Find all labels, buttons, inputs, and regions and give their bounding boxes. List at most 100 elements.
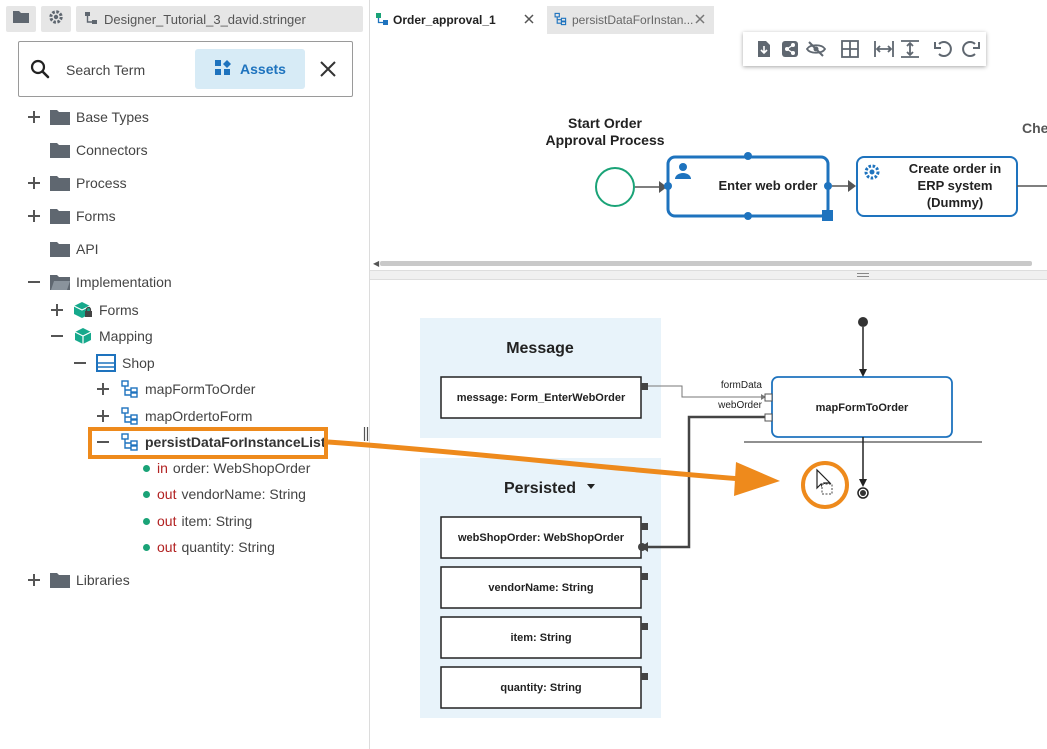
- tree-item-persist-data[interactable]: persistDataForInstanceList: [95, 431, 326, 453]
- collapse-icon[interactable]: [26, 274, 42, 290]
- output-port[interactable]: [641, 623, 648, 630]
- tree-item-label: Implementation: [76, 274, 172, 290]
- input-port[interactable]: [764, 393, 773, 402]
- process-icon: [376, 12, 388, 28]
- collapse-icon[interactable]: [95, 434, 111, 450]
- output-port[interactable]: [641, 523, 648, 530]
- tree-item-label: Shop: [122, 355, 155, 371]
- collapse-icon[interactable]: [72, 355, 88, 371]
- tab-project[interactable]: Designer_Tutorial_3_david.stringer: [76, 6, 363, 32]
- output-port[interactable]: [641, 573, 648, 580]
- connector-handle[interactable]: [664, 182, 672, 190]
- start-event-label: Start Order Approval Process: [540, 115, 670, 149]
- close-tab-icon[interactable]: [523, 13, 535, 28]
- share-icon[interactable]: [777, 36, 803, 62]
- expand-icon[interactable]: [95, 408, 111, 424]
- connector-handle[interactable]: [824, 182, 832, 190]
- tab-order-approval[interactable]: Order_approval_1: [370, 6, 543, 34]
- tab-settings[interactable]: [41, 6, 71, 32]
- task-label: Enter web order: [719, 178, 818, 193]
- module-icon: [96, 354, 116, 372]
- search-icon[interactable]: [30, 59, 50, 84]
- param-row[interactable]: out vendorName: String: [143, 483, 306, 505]
- hide-icon[interactable]: [803, 36, 829, 62]
- gear-icon: [864, 164, 880, 180]
- expand-icon[interactable]: [26, 109, 42, 125]
- download-icon[interactable]: [751, 36, 777, 62]
- tree-item-process[interactable]: Process: [26, 172, 127, 194]
- param-row[interactable]: out item: String: [143, 510, 252, 532]
- connector-handle[interactable]: [744, 212, 752, 220]
- view-splitter[interactable]: [370, 270, 1047, 280]
- input-port[interactable]: [764, 413, 773, 422]
- resize-handle[interactable]: [822, 210, 833, 221]
- param-dot: [143, 543, 150, 551]
- connection-end[interactable]: [638, 543, 646, 551]
- gear-icon: [48, 9, 64, 30]
- tree-item-implementation[interactable]: Implementation: [26, 271, 172, 293]
- redo-icon[interactable]: [957, 36, 983, 62]
- expand-icon[interactable]: [95, 381, 111, 397]
- tree-item-impl-forms[interactable]: Forms: [49, 299, 139, 321]
- expand-icon[interactable]: [49, 302, 65, 318]
- expand-icon[interactable]: [26, 175, 42, 191]
- param-direction: in: [157, 460, 168, 476]
- tab-persist-data[interactable]: persistDataForInstan...: [547, 6, 714, 34]
- undo-icon[interactable]: [931, 36, 957, 62]
- output-port[interactable]: [641, 383, 648, 390]
- tree-item-libraries[interactable]: Libraries: [26, 569, 130, 591]
- tree-item-forms[interactable]: Forms: [26, 205, 116, 227]
- tree-item-map-order-to-form[interactable]: mapOrdertoForm: [95, 405, 252, 427]
- tab-label: Order_approval_1: [393, 13, 496, 27]
- tree-item-mapping[interactable]: Mapping: [49, 325, 153, 347]
- close-tab-icon[interactable]: [694, 13, 706, 28]
- search-input[interactable]: Search Term: [66, 62, 146, 78]
- param-text: vendorName: String: [181, 486, 306, 502]
- tree-item-label: mapFormToOrder: [145, 381, 256, 397]
- locked-package-icon: [73, 301, 93, 319]
- scroll-left-icon[interactable]: ◀: [373, 259, 380, 268]
- collapse-icon[interactable]: [49, 328, 65, 344]
- param-row[interactable]: out quantity: String: [143, 536, 275, 558]
- grid-icon[interactable]: [837, 36, 863, 62]
- mapping-canvas: Message message: Form_EnterWebOrder Pers…: [420, 317, 982, 718]
- persisted-item[interactable]: [440, 616, 642, 659]
- tree-spacer: [26, 142, 42, 158]
- message-title: Message: [506, 340, 574, 357]
- dropdown-icon[interactable]: [587, 484, 595, 489]
- splitter-grip[interactable]: [857, 273, 869, 277]
- tree-item-shop[interactable]: Shop: [72, 352, 155, 374]
- expand-icon[interactable]: [26, 208, 42, 224]
- flow-arrow: [848, 180, 856, 192]
- tab-files[interactable]: [6, 6, 36, 32]
- mapping-connection[interactable]: [648, 385, 765, 398]
- message-item[interactable]: [440, 376, 642, 419]
- panel-splitter[interactable]: [363, 427, 369, 441]
- param-row[interactable]: in order: WebShopOrder: [143, 457, 310, 479]
- fit-height-icon[interactable]: [897, 36, 923, 62]
- search-box: Search Term Assets: [18, 41, 353, 97]
- expand-icon[interactable]: [26, 572, 42, 588]
- mapping-connection[interactable]: [642, 415, 765, 549]
- tree-item-label: Connectors: [76, 142, 148, 158]
- start-event[interactable]: [595, 167, 635, 207]
- tree-item-map-form-to-order[interactable]: mapFormToOrder: [95, 378, 255, 400]
- persisted-item[interactable]: [440, 666, 642, 709]
- highlight-frame: [88, 427, 328, 459]
- param-text: item: String: [181, 513, 253, 529]
- mapping-node[interactable]: [771, 376, 953, 438]
- fit-width-icon[interactable]: [871, 36, 897, 62]
- flow-arrow: [859, 369, 867, 377]
- tree-item-base-types[interactable]: Base Types: [26, 106, 149, 128]
- persisted-item[interactable]: [440, 516, 642, 559]
- persisted-item[interactable]: [440, 566, 642, 609]
- assets-button[interactable]: Assets: [195, 49, 305, 89]
- close-icon[interactable]: [318, 59, 338, 84]
- output-port[interactable]: [641, 673, 648, 680]
- horizontal-scrollbar[interactable]: [380, 261, 1032, 266]
- user-icon: [675, 163, 691, 179]
- tree-item-api[interactable]: API: [26, 238, 99, 260]
- package-icon: [73, 327, 93, 345]
- tree-item-connectors[interactable]: Connectors: [26, 139, 148, 161]
- connector-handle[interactable]: [744, 152, 752, 160]
